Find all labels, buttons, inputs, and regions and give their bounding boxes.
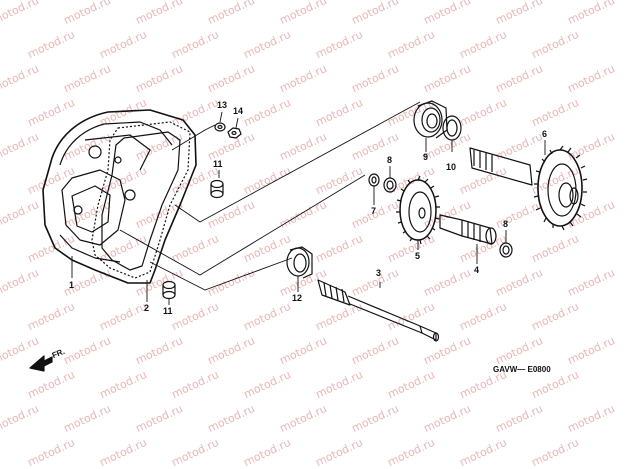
dowel-pin-drawing (162, 179, 224, 300)
callout-9: 9 (423, 152, 429, 162)
countershaft-4-drawing (439, 214, 497, 245)
callout-5: 5 (415, 251, 421, 261)
callout-12: 12 (292, 293, 303, 303)
callout-3: 3 (376, 268, 382, 278)
leader-lines (71, 111, 546, 305)
callout-4: 4 (474, 265, 480, 275)
callout-2: 2 (144, 303, 150, 313)
drive-shaft-3-drawing (317, 279, 440, 342)
guide-lines (119, 101, 421, 291)
bearing-9-drawing (413, 100, 448, 139)
callout-8-upper: 8 (387, 155, 393, 165)
bearing-12-drawing (286, 246, 313, 279)
callout-8-lower: 8 (503, 219, 509, 229)
callout-11-upper: 11 (213, 159, 223, 169)
oil-seal-10-drawing (442, 115, 462, 141)
callout-10: 10 (446, 162, 457, 172)
callout-7: 7 (371, 206, 377, 216)
transmission-case-drawing (42, 109, 197, 284)
callout-6: 6 (542, 129, 548, 139)
gasket-drawing (91, 121, 191, 279)
callout-11-lower: 11 (163, 306, 173, 316)
drawing-code: GAVW— E0800 (493, 365, 551, 374)
countershaft-gear-5-drawing (396, 175, 440, 245)
callout-14: 14 (233, 106, 244, 116)
final-shaft-6-drawing (469, 145, 588, 231)
front-arrow-icon (29, 355, 53, 372)
callout-1: 1 (69, 280, 75, 290)
callout-13: 13 (217, 100, 228, 110)
washer-nut-drawing (214, 122, 242, 139)
